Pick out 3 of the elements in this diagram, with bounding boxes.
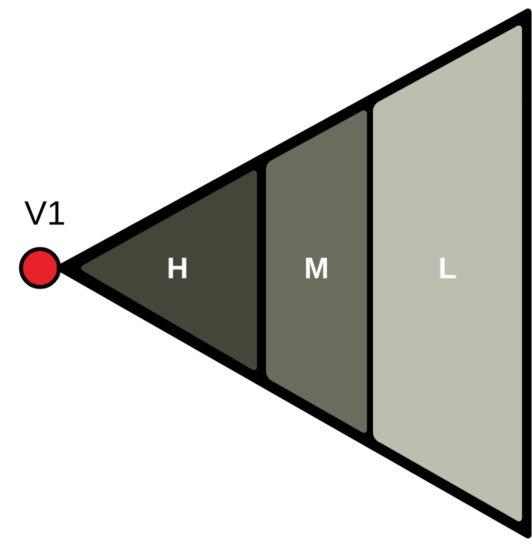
triangle-section: L [373, 26, 522, 522]
triangle-section: H [81, 170, 257, 370]
triangle-section: M [266, 110, 367, 433]
